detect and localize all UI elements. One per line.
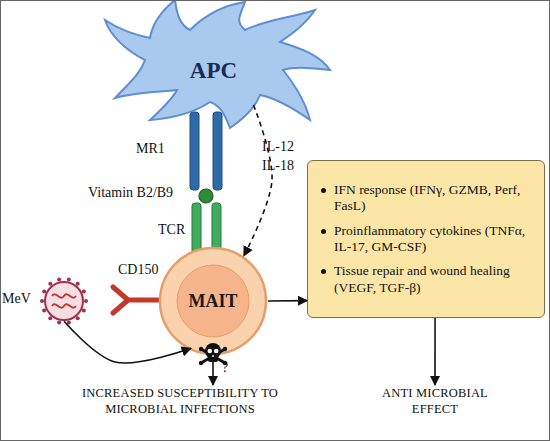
node-text: MeV xyxy=(2,291,31,307)
dendritic-cell-body xyxy=(105,0,330,128)
node-text: APC xyxy=(190,44,245,84)
node-text: ANTI MICROBIAL EFFECT xyxy=(370,385,500,418)
cell-membrane xyxy=(160,248,266,354)
edge-label: ? xyxy=(222,359,242,378)
cell-nucleus xyxy=(177,265,249,337)
outcome-text: ANTI MICROBIAL EFFECT xyxy=(370,385,500,429)
arrow-connector xyxy=(212,356,214,385)
mait-cell: MAIT xyxy=(158,246,268,356)
molecule-label: TCR xyxy=(158,222,185,238)
molecule-label: CD150 xyxy=(118,262,158,278)
arrow-connector xyxy=(268,300,307,302)
node-text: Proinflammatory cytokines (TNFα, IL-17, … xyxy=(334,223,536,256)
node-text: MAIT xyxy=(189,291,238,312)
edge-label: IL-12 IL-18 xyxy=(262,138,306,176)
node-text: INCREASED SUSCEPTIBILITY TO MICROBIAL IN… xyxy=(80,385,280,418)
arrow-connector xyxy=(64,321,191,363)
measles-virus xyxy=(40,278,88,325)
arrow-connector xyxy=(244,105,272,256)
apc-cell: APC xyxy=(105,0,330,128)
mr1-molecule xyxy=(190,112,222,190)
mr1-chain xyxy=(213,112,222,190)
virus-particle: MeV xyxy=(2,272,92,330)
outcome-text: INCREASED SUSCEPTIBILITY TO MICROBIAL IN… xyxy=(80,385,280,429)
arrow-connector xyxy=(434,318,436,385)
molecule-label: Vitamin B2/B9 xyxy=(88,185,173,201)
node-text: IFN response (IFNγ, GZMB, Perf, FasL) xyxy=(334,182,536,215)
cd150-receptor xyxy=(113,287,165,313)
molecule-label: MR1 xyxy=(136,141,165,157)
mr1-chain xyxy=(190,112,199,190)
node-text: Tissue repair and wound healing (VEGF, T… xyxy=(334,263,536,296)
antigen-ligand xyxy=(199,189,213,203)
effector-box: IFN response (IFNγ, GZMB, Perf, FasL) Pro… xyxy=(307,160,545,318)
